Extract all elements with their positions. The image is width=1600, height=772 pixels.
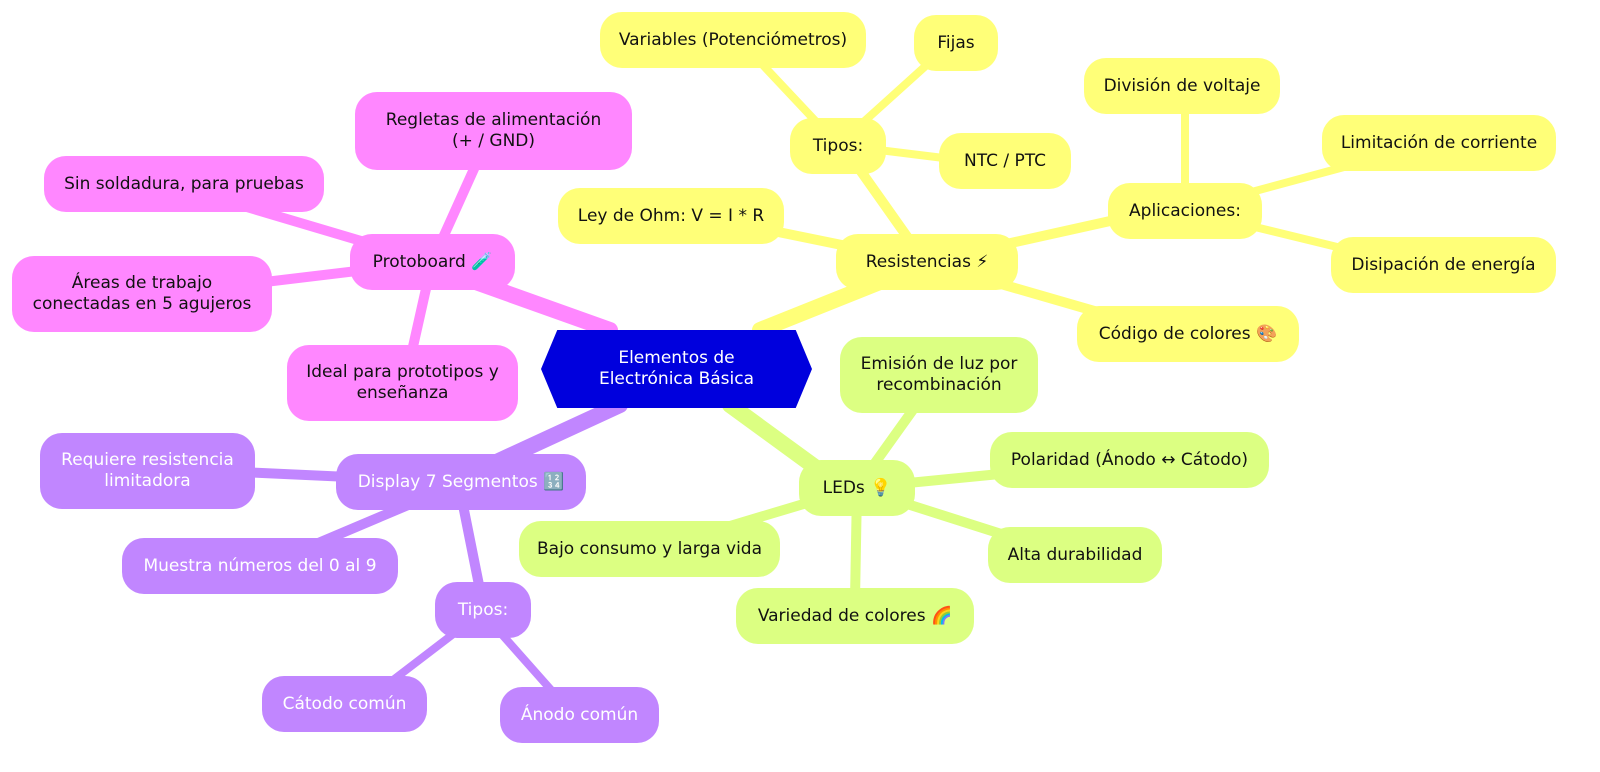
division-voltaje-node[interactable]: División de voltaje <box>1084 58 1280 114</box>
root-node[interactable]: Elementos de Electrónica Básica <box>541 330 812 408</box>
display-node[interactable]: Display 7 Segmentos 🔢 <box>336 454 586 510</box>
aplicaciones-label: Aplicaciones: <box>1129 200 1241 221</box>
catodo-comun-node[interactable]: Cátodo común <box>262 676 427 732</box>
catodo-comun-label: Cátodo común <box>282 693 407 714</box>
muestra-numeros-label: Muestra números del 0 al 9 <box>143 555 377 576</box>
ntc-ptc-node[interactable]: NTC / PTC <box>939 133 1071 189</box>
fijas-node[interactable]: Fijas <box>914 15 998 71</box>
ley-ohm-node[interactable]: Ley de Ohm: V = I * R <box>558 188 784 244</box>
limitacion-corriente-node[interactable]: Limitación de corriente <box>1322 115 1556 171</box>
ntc-ptc-label: NTC / PTC <box>963 150 1047 171</box>
areas-trabajo-node[interactable]: Áreas de trabajo conectadas en 5 agujero… <box>12 256 272 332</box>
protoboard-node[interactable]: Protoboard 🧪 <box>350 234 515 290</box>
variedad-colores-label: Variedad de colores 🌈 <box>757 605 953 626</box>
root-label: Elementos de Electrónica Básica <box>598 348 755 389</box>
polaridad-node[interactable]: Polaridad (Ánodo ↔ Cátodo) <box>990 432 1269 488</box>
emision-luz-label: Emisión de luz por recombinación <box>860 354 1018 395</box>
resistencias-node[interactable]: Resistencias ⚡ <box>836 234 1018 290</box>
alta-durabilidad-label: Alta durabilidad <box>1007 544 1143 565</box>
emision-luz-node[interactable]: Emisión de luz por recombinación <box>840 337 1038 413</box>
regletas-node[interactable]: Regletas de alimentación (+ / GND) <box>355 92 632 170</box>
sin-soldadura-node[interactable]: Sin soldadura, para pruebas <box>44 156 324 212</box>
leds-node[interactable]: LEDs 💡 <box>799 460 915 516</box>
disipacion-energia-label: Disipación de energía <box>1351 254 1536 275</box>
sin-soldadura-label: Sin soldadura, para pruebas <box>64 173 304 194</box>
display-label: Display 7 Segmentos 🔢 <box>357 471 565 492</box>
codigo-colores-label: Código de colores 🎨 <box>1098 323 1278 344</box>
aplicaciones-node[interactable]: Aplicaciones: <box>1108 183 1262 239</box>
resistencias-label: Resistencias ⚡ <box>865 251 989 272</box>
display-tipos-node[interactable]: Tipos: <box>435 582 531 638</box>
codigo-colores-node[interactable]: Código de colores 🎨 <box>1077 306 1299 362</box>
polaridad-label: Polaridad (Ánodo ↔ Cátodo) <box>1010 449 1249 470</box>
protoboard-label: Protoboard 🧪 <box>372 251 493 272</box>
variedad-colores-node[interactable]: Variedad de colores 🌈 <box>736 588 974 644</box>
requiere-resistencia-label: Requiere resistencia limitadora <box>61 450 234 491</box>
regletas-label: Regletas de alimentación (+ / GND) <box>385 110 602 151</box>
leds-label: LEDs 💡 <box>822 477 892 498</box>
display-tipos-label: Tipos: <box>457 599 509 620</box>
res-tipos-node[interactable]: Tipos: <box>790 118 886 174</box>
limitacion-corriente-label: Limitación de corriente <box>1340 132 1538 153</box>
alta-durabilidad-node[interactable]: Alta durabilidad <box>988 527 1162 583</box>
anodo-comun-node[interactable]: Ánodo común <box>500 687 659 743</box>
ley-ohm-label: Ley de Ohm: V = I * R <box>577 205 765 226</box>
bajo-consumo-node[interactable]: Bajo consumo y larga vida <box>519 521 780 577</box>
variables-node[interactable]: Variables (Potenciómetros) <box>600 12 866 68</box>
res-tipos-label: Tipos: <box>812 135 864 156</box>
ideal-prototipos-node[interactable]: Ideal para prototipos y enseñanza <box>287 345 518 421</box>
bajo-consumo-label: Bajo consumo y larga vida <box>536 538 763 559</box>
edge-root-resistencias <box>752 274 888 338</box>
requiere-resistencia-node[interactable]: Requiere resistencia limitadora <box>40 433 255 509</box>
muestra-numeros-node[interactable]: Muestra números del 0 al 9 <box>122 538 398 594</box>
disipacion-energia-node[interactable]: Disipación de energía <box>1331 237 1556 293</box>
areas-trabajo-label: Áreas de trabajo conectadas en 5 agujero… <box>32 273 252 314</box>
anodo-comun-label: Ánodo común <box>520 704 639 725</box>
ideal-prototipos-label: Ideal para prototipos y enseñanza <box>306 362 499 403</box>
division-voltaje-label: División de voltaje <box>1103 75 1261 96</box>
fijas-label: Fijas <box>937 32 975 53</box>
variables-label: Variables (Potenciómetros) <box>618 29 848 50</box>
